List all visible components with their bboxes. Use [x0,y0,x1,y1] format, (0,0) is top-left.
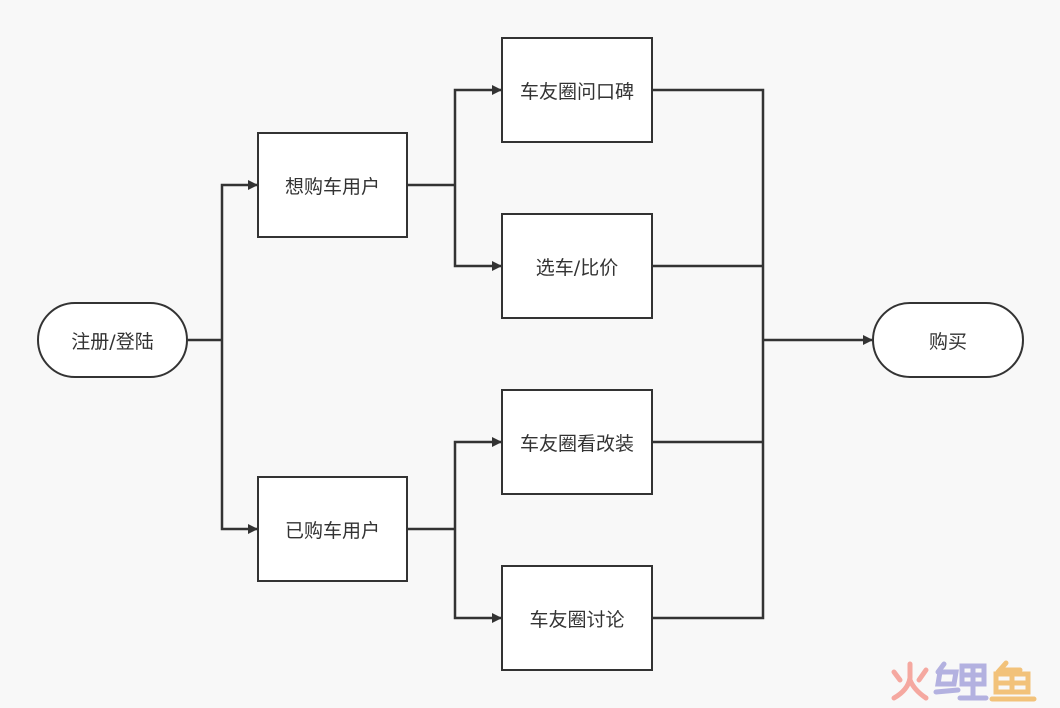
node-purchase-label: 购买 [928,330,967,353]
edge-to-reputation [453,85,502,185]
node-reputation: 车友圈问口碑 [501,37,653,143]
node-reputation-label: 车友圈问口碑 [519,80,634,103]
edge-to-bought [220,340,258,534]
node-modification: 车友圈看改装 [501,389,653,495]
node-bought-label: 已购车用户 [284,519,380,542]
node-discussion: 车友圈讨论 [501,565,653,671]
edge-from-reputation [653,88,765,620]
node-discussion-label: 车友圈讨论 [529,608,625,631]
node-want-buy: 想购车用户 [257,132,408,238]
node-login-label: 注册/登陆 [71,330,154,353]
node-select-compare-label: 选车/比价 [535,256,619,279]
edge-to-modification [453,437,502,529]
node-login: 注册/登陆 [37,302,188,378]
node-select-compare: 选车/比价 [501,213,653,319]
node-purchase: 购买 [872,302,1024,378]
edge-to-select-compare [453,185,502,271]
node-bought: 已购车用户 [257,476,408,582]
watermark-logo [891,660,1037,702]
edge-to-want-buy [220,180,258,340]
node-modification-label: 车友圈看改装 [519,432,634,455]
node-want-buy-label: 想购车用户 [284,175,380,198]
edge-to-discussion [453,529,502,623]
